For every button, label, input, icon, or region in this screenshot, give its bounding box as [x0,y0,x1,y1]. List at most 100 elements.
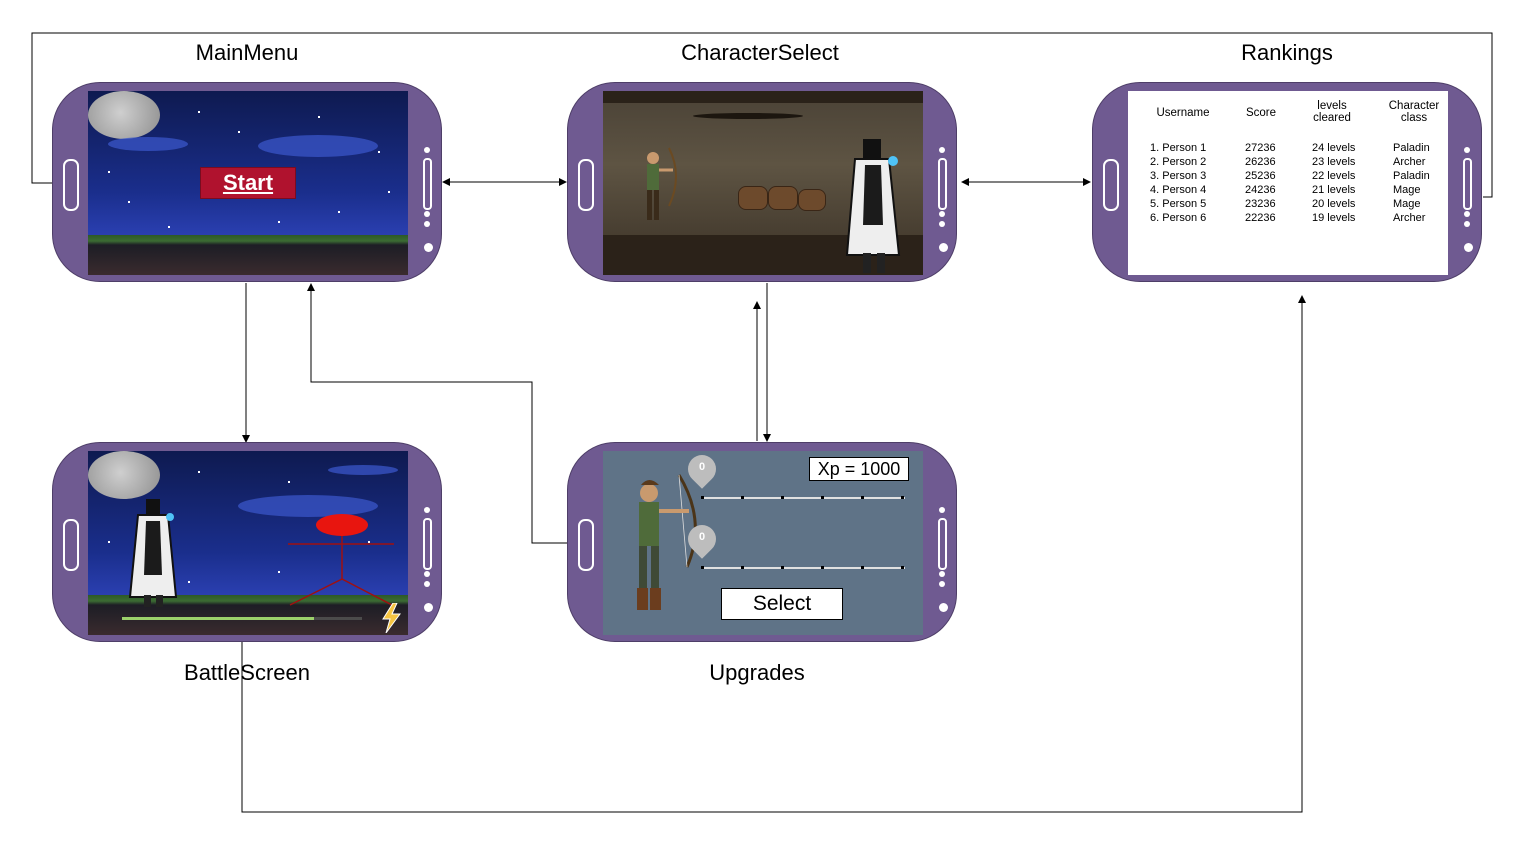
cloud-image [108,137,188,151]
slider-tick [901,496,904,499]
phone-rankings: Username Score levels cleared Character … [1092,82,1482,282]
upgrade-slider-2-track[interactable] [701,567,905,569]
rankings-class-cell: Archer [1393,156,1426,168]
phone-speaker [578,519,594,571]
star [338,211,340,213]
phone-home-button [939,603,948,612]
slider-tick [821,496,824,499]
ground [88,595,408,635]
star [188,581,190,583]
slider-tick [781,496,784,499]
upgrade-slider-1-track[interactable] [701,497,905,499]
chandelier-image [693,113,803,119]
label-battlescreen: BattleScreen [184,660,310,685]
star [168,226,170,228]
cloud-image [258,135,378,157]
star [108,171,110,173]
phone-battlescreen [52,442,442,642]
phone-dot [424,581,430,587]
phone-mainmenu: Start [52,82,442,282]
rankings-class-cell: Paladin [1393,142,1430,154]
phone-dot [424,221,430,227]
rankings-levels-cell: 22 levels [1312,170,1356,182]
phone-side-button [938,518,947,570]
star [198,471,200,473]
phone-side-button [938,158,947,210]
rankings-levels-cell: 24 levels [1312,142,1356,154]
slider-tick [861,566,864,569]
star [378,151,380,153]
rankings-class-cell: Archer [1393,212,1426,224]
rankings-class-cell: Mage [1393,198,1421,210]
rankings-score-cell: 27236 [1245,142,1276,154]
label-upgrades: Upgrades [709,660,805,685]
rankings-username-cell: 3. Person 3 [1150,170,1207,182]
phone-side-button [423,518,432,570]
archer-image[interactable] [633,146,683,246]
slider-tick [821,566,824,569]
phone-dot [939,581,945,587]
rankings-username-cell: 1. Person 1 [1150,142,1207,154]
arrow-upgrades-to-mainmenu [307,283,568,544]
star [238,131,240,133]
rankings-header-username: Username [1156,107,1210,119]
phone-speaker [578,159,594,211]
phone-dot [1464,147,1470,153]
rankings-score-cell: 24236 [1245,184,1276,196]
phone-dot [939,221,945,227]
ground [88,235,408,275]
barrel-image [738,186,768,210]
phone-dot [1464,211,1470,217]
rankings-levels-cell: 20 levels [1312,198,1356,210]
arrow-battle-to-rankings [241,295,1306,813]
phone-dot [939,147,945,153]
rankings-header-levels: levels cleared [1313,100,1351,124]
star [318,116,320,118]
phone-home-button [939,243,948,252]
star [128,201,130,203]
moon-image [88,91,160,139]
phone-side-button [423,158,432,210]
mainmenu-screen: Start [88,91,408,275]
star [198,111,200,113]
phone-dot [939,571,945,577]
upgrade-slider-2-value: 0 [698,531,706,543]
moon-image [88,451,160,499]
slider-tick [901,566,904,569]
battlescreen-screen [88,451,408,635]
upgrades-screen: Xp = 1000 0 0 Select [603,451,923,635]
star [278,571,280,573]
xp-display: Xp = 1000 [809,457,909,481]
lightning-icon[interactable] [380,603,402,633]
cloud-image [328,465,398,475]
rankings-levels-cell: 23 levels [1312,156,1356,168]
player-paladin-image [128,499,178,607]
slider-tick [741,566,744,569]
label-mainmenu: MainMenu [195,40,299,65]
slider-tick [781,566,784,569]
phone-speaker [63,159,79,211]
rankings-header-score: Score [1245,107,1277,119]
start-button[interactable]: Start [200,167,296,199]
health-bar-track [122,617,362,620]
phone-dot [424,571,430,577]
phone-dot [424,147,430,153]
star [388,191,390,193]
phone-side-button [1463,158,1472,210]
slider-tick [861,496,864,499]
rankings-username-cell: 4. Person 4 [1150,184,1207,196]
barrel-image [798,189,826,211]
rankings-levels-cell: 19 levels [1312,212,1356,224]
rankings-class-cell: Paladin [1393,170,1430,182]
star [278,221,280,223]
rankings-username-cell: 5. Person 5 [1150,198,1207,210]
star [368,541,370,543]
rankings-score-cell: 23236 [1245,198,1276,210]
slider-tick [701,496,704,499]
phone-upgrades: Xp = 1000 0 0 Select [567,442,957,642]
rankings-screen: Username Score levels cleared Character … [1128,91,1448,275]
cloud-image [238,495,378,517]
select-button[interactable]: Select [721,588,843,620]
slider-tick [701,566,704,569]
paladin-image[interactable] [841,135,905,275]
